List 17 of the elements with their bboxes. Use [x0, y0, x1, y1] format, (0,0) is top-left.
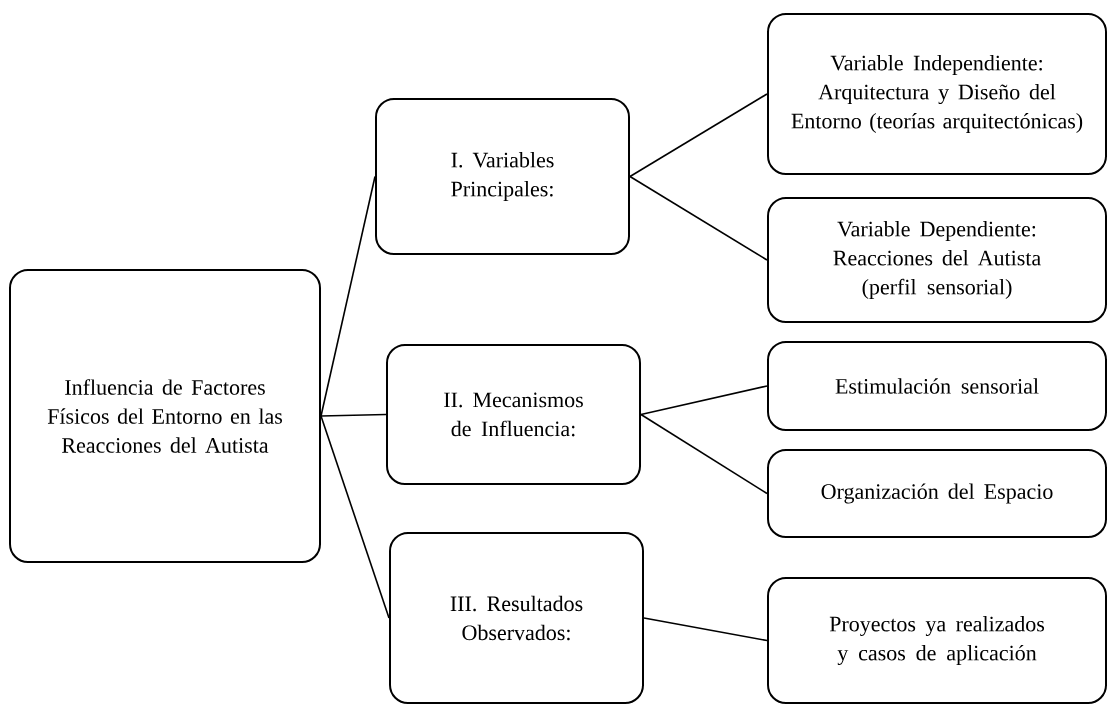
rounded-box: III. Resultados Observados: [389, 532, 644, 704]
rounded-box: Estimulación sensorial [767, 341, 1107, 431]
connector-line [629, 93, 768, 178]
connector-line [629, 175, 768, 261]
rounded-box: II. Mecanismos de Influencia: [386, 344, 641, 485]
connector-line [643, 617, 768, 642]
rounded-box: Variable Dependiente: Reacciones del Autista (perfil sensorial) [767, 197, 1107, 323]
connector-line [640, 413, 768, 495]
connector-line [320, 415, 390, 619]
rounded-box: Proyectos ya realizados y casos de aplicación [767, 577, 1107, 704]
connector-line [320, 175, 376, 417]
connector-line [320, 413, 387, 417]
rounded-box: Organización del Espacio [767, 449, 1107, 538]
rounded-box: I. Variables Principales: [375, 98, 630, 255]
rounded-box: Influencia de Factores Físicos del Entorno en las Reacciones del Autista [9, 269, 321, 563]
connector-line [640, 385, 768, 416]
rounded-box: Variable Independiente: Arquitectura y Diseño del Entorno (teorías arquitectónicas) [767, 13, 1107, 175]
